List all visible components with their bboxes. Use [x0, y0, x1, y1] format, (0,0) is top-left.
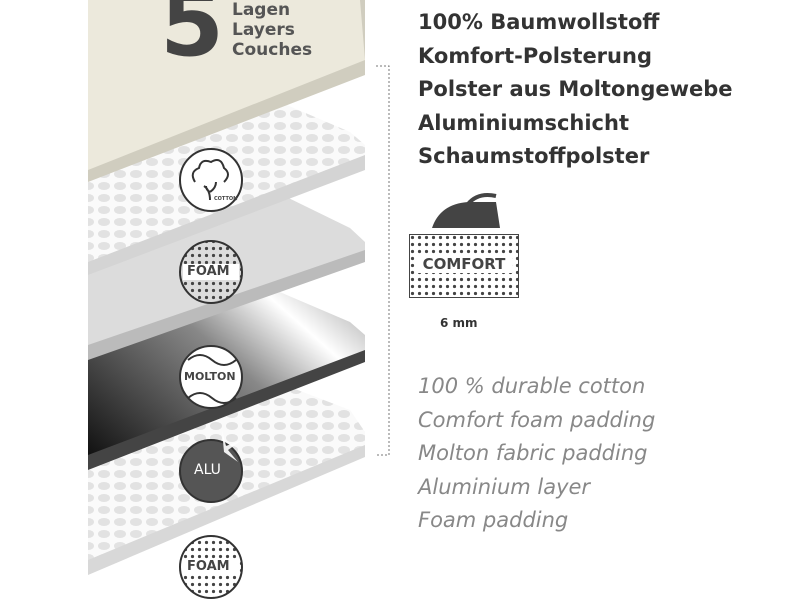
word-fr: Couches [232, 40, 313, 60]
molton-icon [179, 345, 243, 409]
feature-de: Polster aus Moltongewebe [418, 77, 733, 101]
comfort-label: COMFORT [416, 255, 512, 273]
feature-de: Schaumstoffpolster [418, 144, 650, 168]
feature-de: 100% Baumwollstoff [418, 10, 660, 34]
foam-icon-bottom [179, 535, 243, 599]
word-de: Lagen [232, 0, 291, 20]
alu-icon [179, 430, 243, 503]
feature-en: Aluminium layer [418, 474, 591, 499]
layer-word-list: Lagen Layers Couches [232, 0, 312, 60]
cotton-layer [88, 0, 365, 182]
feature-de: Aluminiumschicht [418, 110, 629, 135]
feature-en: Molton fabric padding [418, 441, 648, 465]
feature-en: 100 % durable cotton [418, 374, 646, 398]
cotton-badge-label: COTTON [214, 196, 238, 202]
cotton-icon [179, 148, 243, 212]
molton-badge-label: MOLTON [184, 370, 236, 383]
german-feature-list: 100% Baumwollstoff Komfort-Polsterung Po… [418, 6, 733, 174]
feature-de: Komfort-Polsterung [418, 43, 652, 68]
foam-badge-label: FOAM [187, 264, 230, 279]
alu-badge-label: ALU [194, 462, 221, 478]
feature-en: Comfort foam padding [418, 407, 656, 432]
foam-badge-label-bottom: FOAM [187, 559, 230, 574]
layer-count: 5 [160, 0, 225, 77]
word-en: Layers [232, 20, 295, 40]
thickness-label: 6 mm [440, 316, 478, 330]
foam-icon [179, 240, 243, 304]
english-feature-list: 100 % durable cotton Comfort foam paddin… [418, 370, 655, 538]
feature-en: Foam padding [418, 508, 569, 532]
bracket-line [376, 65, 390, 456]
iron-icon [432, 193, 500, 228]
